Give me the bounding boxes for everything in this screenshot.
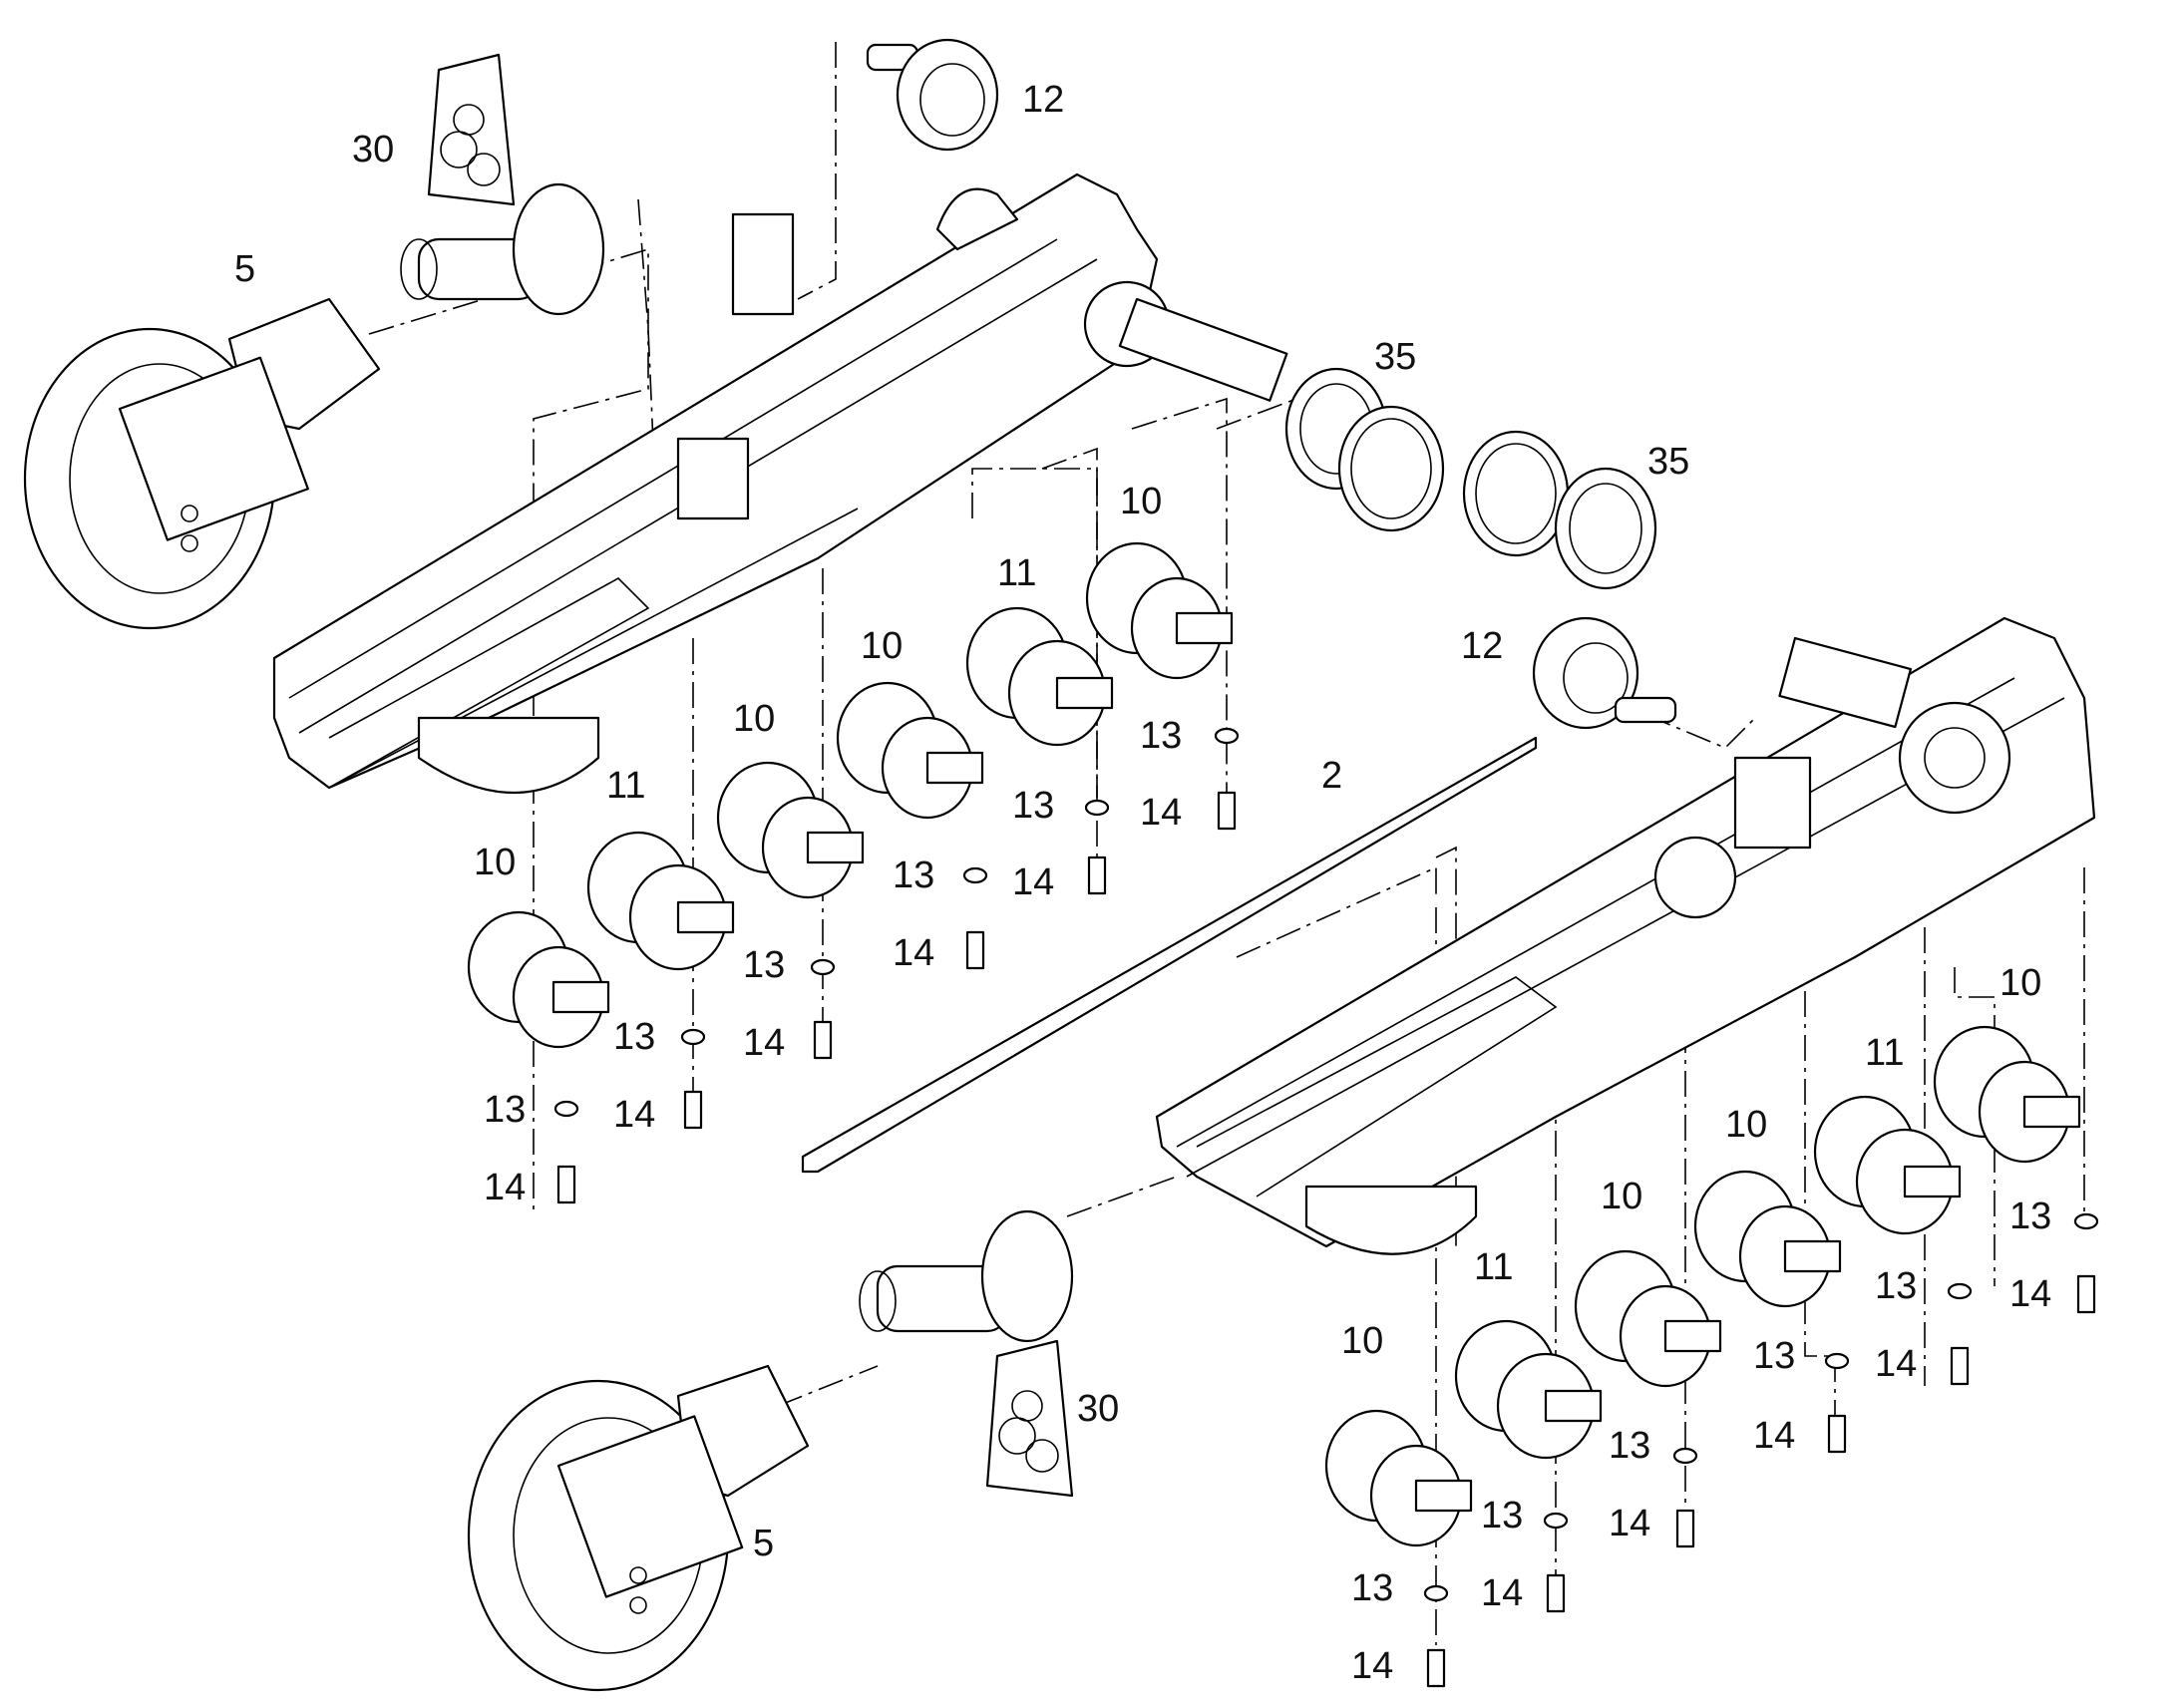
callout-14-r6: 14 (2009, 1273, 2051, 1315)
callout-2: 2 (1321, 755, 1342, 797)
callout-14-l3: 14 (743, 1022, 785, 1064)
track-roller-l1 (467, 910, 610, 1049)
callout-13-l5: 13 (1012, 785, 1054, 827)
idler-hub-right (859, 1209, 1074, 1343)
callout-12-top: 12 (1022, 79, 1064, 121)
callout-30-top: 30 (352, 129, 394, 171)
track-rollers-right (1324, 1025, 2081, 1547)
seal-group-right (1462, 430, 1657, 590)
callout-14-r1: 14 (1351, 1645, 1393, 1687)
callout-13-l4: 13 (893, 854, 934, 896)
callout-11-r5: 11 (1865, 1032, 1904, 1074)
callout-30-bottom: 30 (1077, 1388, 1119, 1430)
callout-13-l3: 13 (743, 944, 785, 986)
callout-11-r2: 11 (1474, 1246, 1513, 1288)
callout-13-r5: 13 (1875, 1265, 1917, 1307)
track-roller-r4 (1693, 1170, 1842, 1308)
seal-group-left (1284, 367, 1445, 532)
callout-14-l6: 14 (1140, 792, 1182, 834)
track-rollers-left (467, 541, 1234, 1049)
callout-13-r1: 13 (1351, 1567, 1393, 1609)
callout-10-r1: 10 (1341, 1320, 1383, 1362)
equalizer-bar (801, 736, 1538, 1174)
callout-14-r2: 14 (1481, 1572, 1523, 1614)
callout-10-r3: 10 (1601, 1176, 1642, 1217)
idler-hub-left (400, 182, 605, 316)
track-roller-l4 (836, 681, 984, 820)
seal-kit-bottom (985, 1339, 1074, 1498)
track-frame-left (272, 172, 1288, 794)
callout-12-right: 12 (1461, 625, 1503, 667)
callout-14-r4: 14 (1753, 1415, 1795, 1457)
track-roller-l2 (586, 831, 735, 971)
track-roller-l3 (716, 761, 865, 899)
track-roller-r2 (1454, 1319, 1603, 1460)
callout-13-l2: 13 (613, 1016, 655, 1058)
callout-5-top: 5 (234, 248, 255, 290)
fasteners (553, 727, 2099, 1688)
track-roller-l5 (965, 606, 1114, 747)
callout-11-l2: 11 (606, 765, 645, 807)
callout-10-r4: 10 (1725, 1104, 1767, 1146)
callout-13-l1: 13 (484, 1089, 526, 1131)
carrier-roller-right (1532, 616, 1677, 730)
callout-14-l1: 14 (484, 1167, 526, 1208)
front-idler-left (23, 297, 381, 630)
track-roller-r6 (1933, 1025, 2081, 1164)
carrier-roller-top (866, 38, 999, 152)
callout-13-r4: 13 (1753, 1335, 1795, 1377)
seal-kit-top (427, 53, 516, 206)
callout-10-l1: 10 (474, 842, 516, 883)
callout-35-left: 35 (1374, 336, 1416, 378)
callout-14-r5: 14 (1875, 1343, 1917, 1385)
callout-13-l6: 13 (1140, 715, 1182, 757)
callouts: 30 5 12 35 35 10 11 10 11 10 10 12 2 13 … (234, 79, 2051, 1687)
callout-10-l3: 10 (733, 698, 775, 740)
front-idler-right (467, 1364, 810, 1692)
track-frame-right (1155, 616, 2096, 1255)
callout-5-bottom: 5 (753, 1523, 774, 1564)
track-roller-r3 (1574, 1249, 1722, 1388)
callout-10-r6: 10 (1999, 962, 2041, 1004)
callout-10-l6: 10 (1120, 481, 1162, 522)
callout-13-r2: 13 (1481, 1495, 1523, 1537)
callout-14-l2: 14 (613, 1094, 655, 1136)
callout-10-l4: 10 (861, 625, 903, 667)
callout-35-right: 35 (1647, 441, 1689, 483)
track-roller-r5 (1813, 1095, 1962, 1235)
callout-14-r3: 14 (1609, 1503, 1650, 1544)
callout-14-l5: 14 (1012, 861, 1054, 903)
track-roller-l6 (1085, 541, 1234, 680)
track-roller-r1 (1324, 1409, 1473, 1547)
callout-13-r3: 13 (1609, 1425, 1650, 1467)
callout-13-r6: 13 (2009, 1196, 2051, 1237)
callout-11-l5: 11 (997, 552, 1036, 594)
callout-14-l4: 14 (893, 932, 934, 974)
